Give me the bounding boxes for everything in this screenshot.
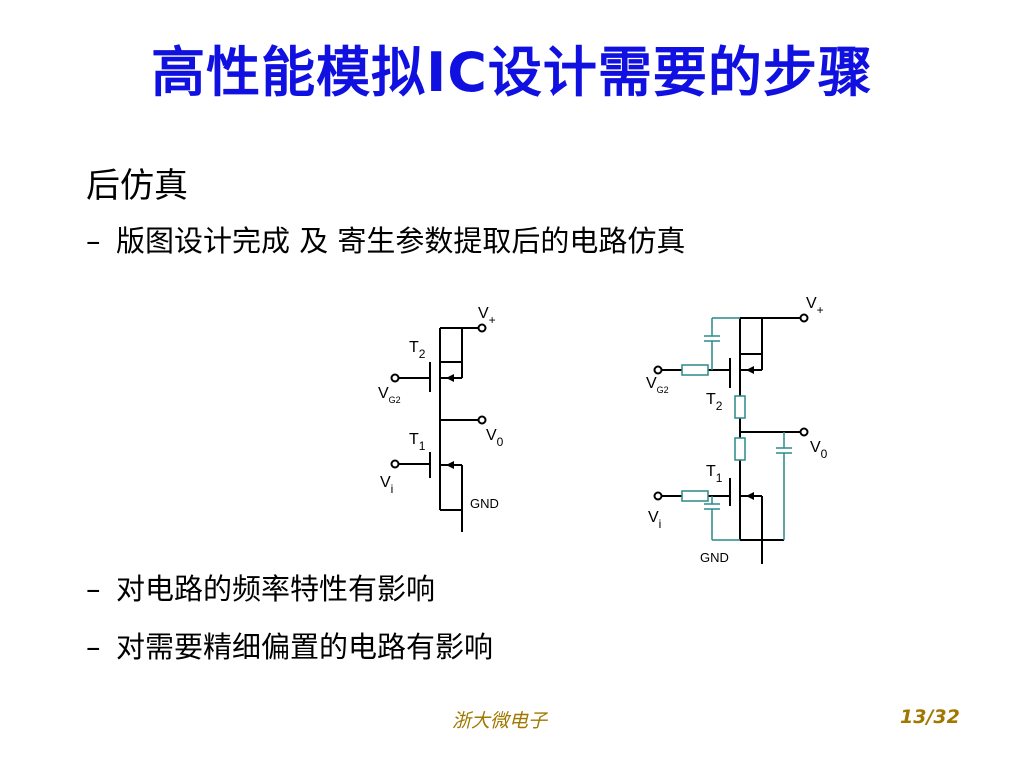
bullet-dash: – (86, 224, 101, 258)
bullet-dash: – (86, 572, 101, 606)
terminal-vplus (477, 323, 487, 333)
label-gnd: GND (700, 550, 729, 565)
slide-title: 高性能模拟IC设计需要的步骤 (151, 41, 873, 104)
label-t2: T2 (706, 391, 723, 413)
bullet-text: 版图设计完成 及 寄生参数提取后的电路仿真 (116, 224, 686, 258)
label-vplus: V+ (806, 295, 824, 317)
terminal-vo (477, 415, 487, 425)
terminal-vi (390, 459, 400, 469)
t1-arrow (746, 492, 754, 500)
bullet-item: –版图设计完成 及 寄生参数提取后的电路仿真 (86, 218, 685, 260)
label-vi: Vi (648, 509, 661, 531)
terminal-vg2 (653, 365, 663, 375)
terminal-vo (799, 427, 809, 437)
label-vg2: VG2 (378, 385, 401, 405)
label-vi: Vi (380, 474, 393, 496)
parasitic-resistor-gate-t2 (681, 364, 709, 376)
page-number: 13/32 (900, 706, 960, 728)
t2-arrow (746, 366, 754, 374)
parasitic-resistor-t1-drain (734, 437, 746, 461)
circuit-right-parasitics (681, 317, 792, 541)
label-vo: V0 (486, 427, 504, 449)
footer-organization: 浙大微电子 (452, 710, 548, 732)
label-t1: T1 (409, 431, 426, 453)
bullet-item: –对需要精细偏置的电路有影响 (86, 624, 493, 666)
bullet-dash: – (86, 630, 101, 664)
label-vplus: V+ (478, 305, 496, 327)
bullet-item: –对电路的频率特性有影响 (86, 566, 435, 608)
label-gnd: GND (470, 496, 499, 511)
parasitic-resistor-t2-source (734, 395, 746, 419)
label-t2: T2 (409, 339, 426, 361)
bullet-text: 对需要精细偏置的电路有影响 (116, 630, 494, 664)
terminal-vi (653, 491, 663, 501)
bullet-text: 对电路的频率特性有影响 (116, 572, 436, 606)
terminal-vplus (799, 313, 809, 323)
label-t1: T1 (706, 463, 723, 485)
terminal-vg2 (390, 373, 400, 383)
circuit-left (390, 323, 487, 532)
t1-arrow (446, 461, 454, 469)
t2-arrow (446, 374, 454, 382)
label-vg2: VG2 (646, 375, 669, 395)
circuit-right-labels: V+ VG2 T2 V0 T1 Vi GND (646, 295, 828, 565)
parasitic-resistor-gate-t1 (681, 490, 709, 502)
label-vo: V0 (810, 439, 828, 461)
section-heading: 后仿真 (86, 166, 188, 206)
circuit-left-labels: V+ T2 VG2 T1 V0 Vi GND (378, 305, 504, 511)
